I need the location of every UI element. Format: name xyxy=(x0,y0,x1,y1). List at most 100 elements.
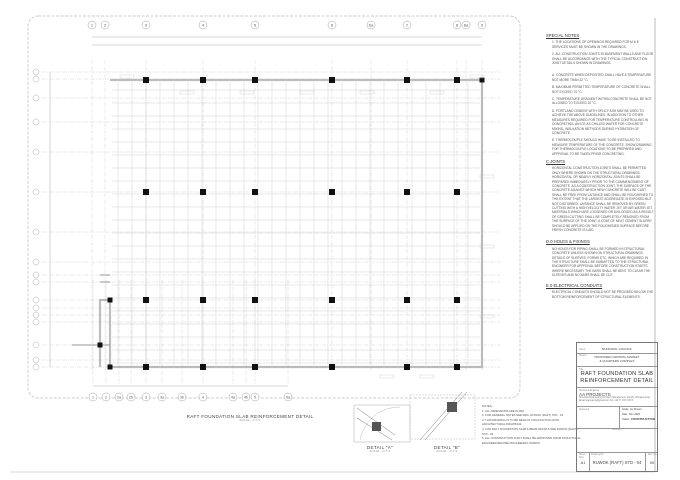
bar-mark-tag xyxy=(299,90,315,95)
plan-scale: SCALE - N.T.S xyxy=(239,419,261,422)
column xyxy=(329,364,335,370)
grid-bubble-row xyxy=(32,363,40,371)
project-line-1: PROPOSED CENTRAL MARKET xyxy=(594,355,640,359)
grid-bubble-bottom xyxy=(198,392,208,402)
general-note: 5. ALL CONSTRUCTION JOINT SHALL BE APPRO… xyxy=(482,436,581,445)
holes-heading: D.0 HOLES & FIXINGS xyxy=(546,239,590,245)
client-name: MUNICIPAL COUNCIL xyxy=(601,347,633,351)
grid-bubble-top xyxy=(87,20,97,30)
grid-bubble-bottom xyxy=(250,392,260,402)
joints-text: HORIZONTAL CONSTRUCTION JOINTS SHALL BE … xyxy=(552,166,654,233)
date-label: Date xyxy=(622,413,628,416)
revision-header: Revision xyxy=(612,428,622,431)
grid-bubble-top xyxy=(250,20,260,30)
sheet-size-label: Sheet Size xyxy=(579,453,586,459)
grid-label-bottom: 4 xyxy=(202,396,204,400)
column xyxy=(454,189,460,195)
general-note: 2. FOR GENERAL NOTES SEE DRG. RUWOK (RAF… xyxy=(482,413,564,418)
revision-table: Revision xyxy=(577,428,657,453)
column xyxy=(143,77,149,83)
column xyxy=(329,189,335,195)
column xyxy=(143,297,149,303)
grid-label-bottom: 4b xyxy=(244,396,248,400)
grid-bubble-row xyxy=(32,311,40,319)
grid-bubble-row xyxy=(32,278,40,286)
date-value: Nov 2020 xyxy=(628,413,641,416)
special-note: 1. THE LOCATIONS OF OPENINGS REQUIRED FO… xyxy=(552,40,639,49)
project-label: Project xyxy=(579,354,587,357)
grid-bubble-row xyxy=(32,304,40,312)
column xyxy=(252,297,258,303)
general-note: 1. ALL DIMENSIONS ARE IN MM. xyxy=(482,408,525,413)
grid-bubble-row xyxy=(32,356,40,364)
column xyxy=(143,364,149,370)
grid-bubble-bottom xyxy=(241,392,251,402)
project-cell: Project PROPOSED CENTRAL MARKET & QUARTE… xyxy=(577,353,657,367)
grid-bubble-row xyxy=(32,118,40,126)
detail-b-drawing xyxy=(409,391,476,441)
column xyxy=(404,77,410,83)
drawing-title-line-2: REINFORCEMENT DETAIL xyxy=(580,378,654,384)
drawing-title-line-1: RAFT FOUNDATION SLAB xyxy=(580,371,654,377)
detail-b-label: DETAIL "B" xyxy=(433,445,461,450)
consultant-cell: Structural Engineer AA PROJECTS Structur… xyxy=(577,388,657,407)
column xyxy=(329,297,335,303)
grid-bubble-top xyxy=(366,20,376,30)
grid-label-top: 8a xyxy=(464,23,469,28)
bar-mark-tag xyxy=(359,90,375,95)
bar-mark-tag xyxy=(469,74,485,79)
general-notes: NOTES: 1. ALL DIMENSIONS ARE IN MM.2. FO… xyxy=(482,404,582,445)
joints-heading: C.JOINTS xyxy=(546,158,566,164)
column xyxy=(252,364,258,370)
project-line-2: & QUARTERS COMPLEX xyxy=(599,358,635,363)
plan-cloud-border xyxy=(27,15,521,399)
grid-label-bottom: 2b xyxy=(129,396,133,400)
special-note: C. TEMPERATURE GRADIENT WITHIN CONCRETE … xyxy=(552,97,652,106)
title-label: Title xyxy=(579,368,584,371)
plan-title: RAFT FOUNDATION SLAB REINFORCEMENT DETAI… xyxy=(160,414,340,422)
special-notes-panel: SPECIAL NOTES 1. THE LOCATIONS OF OPENIN… xyxy=(546,30,654,302)
grid-bubble-row xyxy=(32,148,40,156)
column xyxy=(200,364,206,370)
grid-bubble-bottom xyxy=(177,392,187,402)
grid-label-bottom: 2 xyxy=(105,396,107,400)
column xyxy=(200,189,206,195)
grid-bubble-top xyxy=(477,20,487,30)
grid-label-top: 6 xyxy=(331,23,334,28)
bar-mark-tag xyxy=(239,90,255,95)
grid-bubble-row xyxy=(32,188,40,196)
grid-bubble-top xyxy=(100,20,110,30)
scale-value: As Shown xyxy=(629,408,642,411)
drawing-number-cell: Sheet Size A1 Drawing No RUWOK (RAFT) ST… xyxy=(577,452,657,471)
client-label: Client xyxy=(579,348,586,351)
column xyxy=(454,77,460,83)
consultant-info: Structural Engineering & Project Managem… xyxy=(579,397,651,402)
general-note: 4. FOR RAFT FOUNDATION SLAB & BEAM DETAI… xyxy=(482,426,578,436)
bar-mark-tag xyxy=(479,244,495,249)
grid-bubble-bottom xyxy=(88,392,98,402)
grid-bubble-top xyxy=(141,20,151,30)
grid-bubble-row xyxy=(32,228,40,236)
grid-bubble-bottom xyxy=(101,392,111,402)
grid-bubble-top xyxy=(452,20,462,30)
edge-beam xyxy=(72,274,110,346)
grid-bubble-top xyxy=(461,20,471,30)
approval-cell: Approved Scale As Shown Date Nov 2020 St… xyxy=(577,407,657,429)
grid-label-bottom: 3 xyxy=(145,396,147,400)
grid-bubble-top xyxy=(327,20,337,30)
column xyxy=(107,297,113,303)
column xyxy=(97,342,103,348)
grid-label-top: 7 xyxy=(406,23,409,28)
drawing-number: RUWOK (RAFT) STD - 04 xyxy=(592,460,642,465)
grid-bubble-row xyxy=(32,258,40,266)
grid-label-top: 6a xyxy=(369,23,374,28)
scale-label: Scale xyxy=(622,408,629,411)
grid-bubble-top xyxy=(402,20,412,30)
grid-bubble-bottom xyxy=(228,392,238,402)
detail-b-scale: SCALE - N.T.S xyxy=(436,450,458,453)
column xyxy=(404,364,410,370)
status-label: Status xyxy=(622,418,630,421)
grid-bubble-row xyxy=(32,296,40,304)
sheet-size: A1 xyxy=(580,460,586,465)
